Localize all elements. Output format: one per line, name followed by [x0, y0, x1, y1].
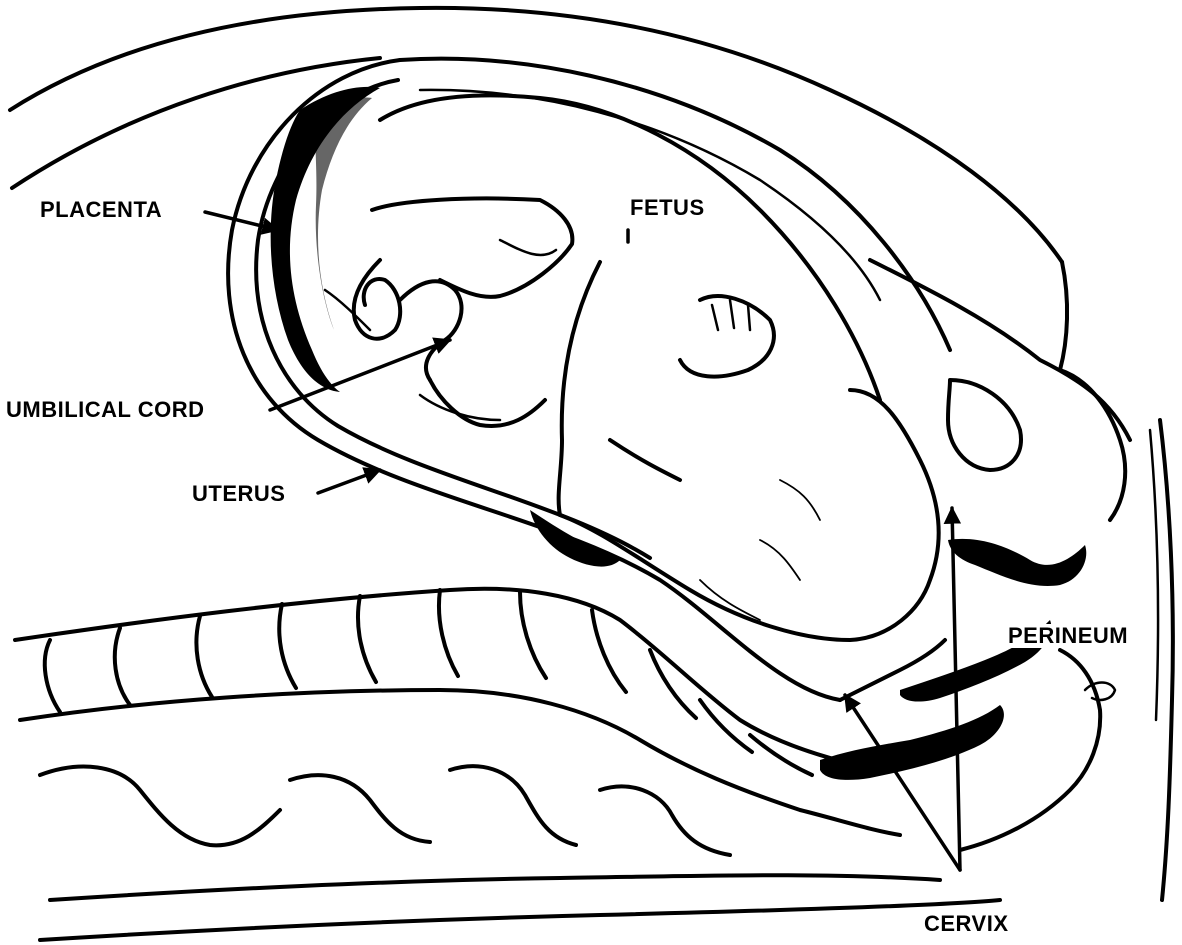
label-uterus: UTERUS	[190, 482, 287, 506]
fetus-shape	[372, 95, 945, 700]
placenta-shape	[271, 87, 380, 392]
label-placenta: PLACENTA	[38, 198, 164, 222]
uterus-arrow	[318, 470, 380, 493]
label-fetus: FETUS	[628, 196, 707, 220]
label-cervix: CERVIX	[922, 912, 1011, 936]
placenta-arrow	[205, 212, 278, 230]
umbilical-cord-shape	[325, 260, 545, 426]
cervix-arrow-left	[845, 695, 960, 870]
label-perineum: PERINEUM	[1006, 624, 1130, 648]
label-umbilical-cord: UMBILICAL CORD	[4, 398, 206, 422]
